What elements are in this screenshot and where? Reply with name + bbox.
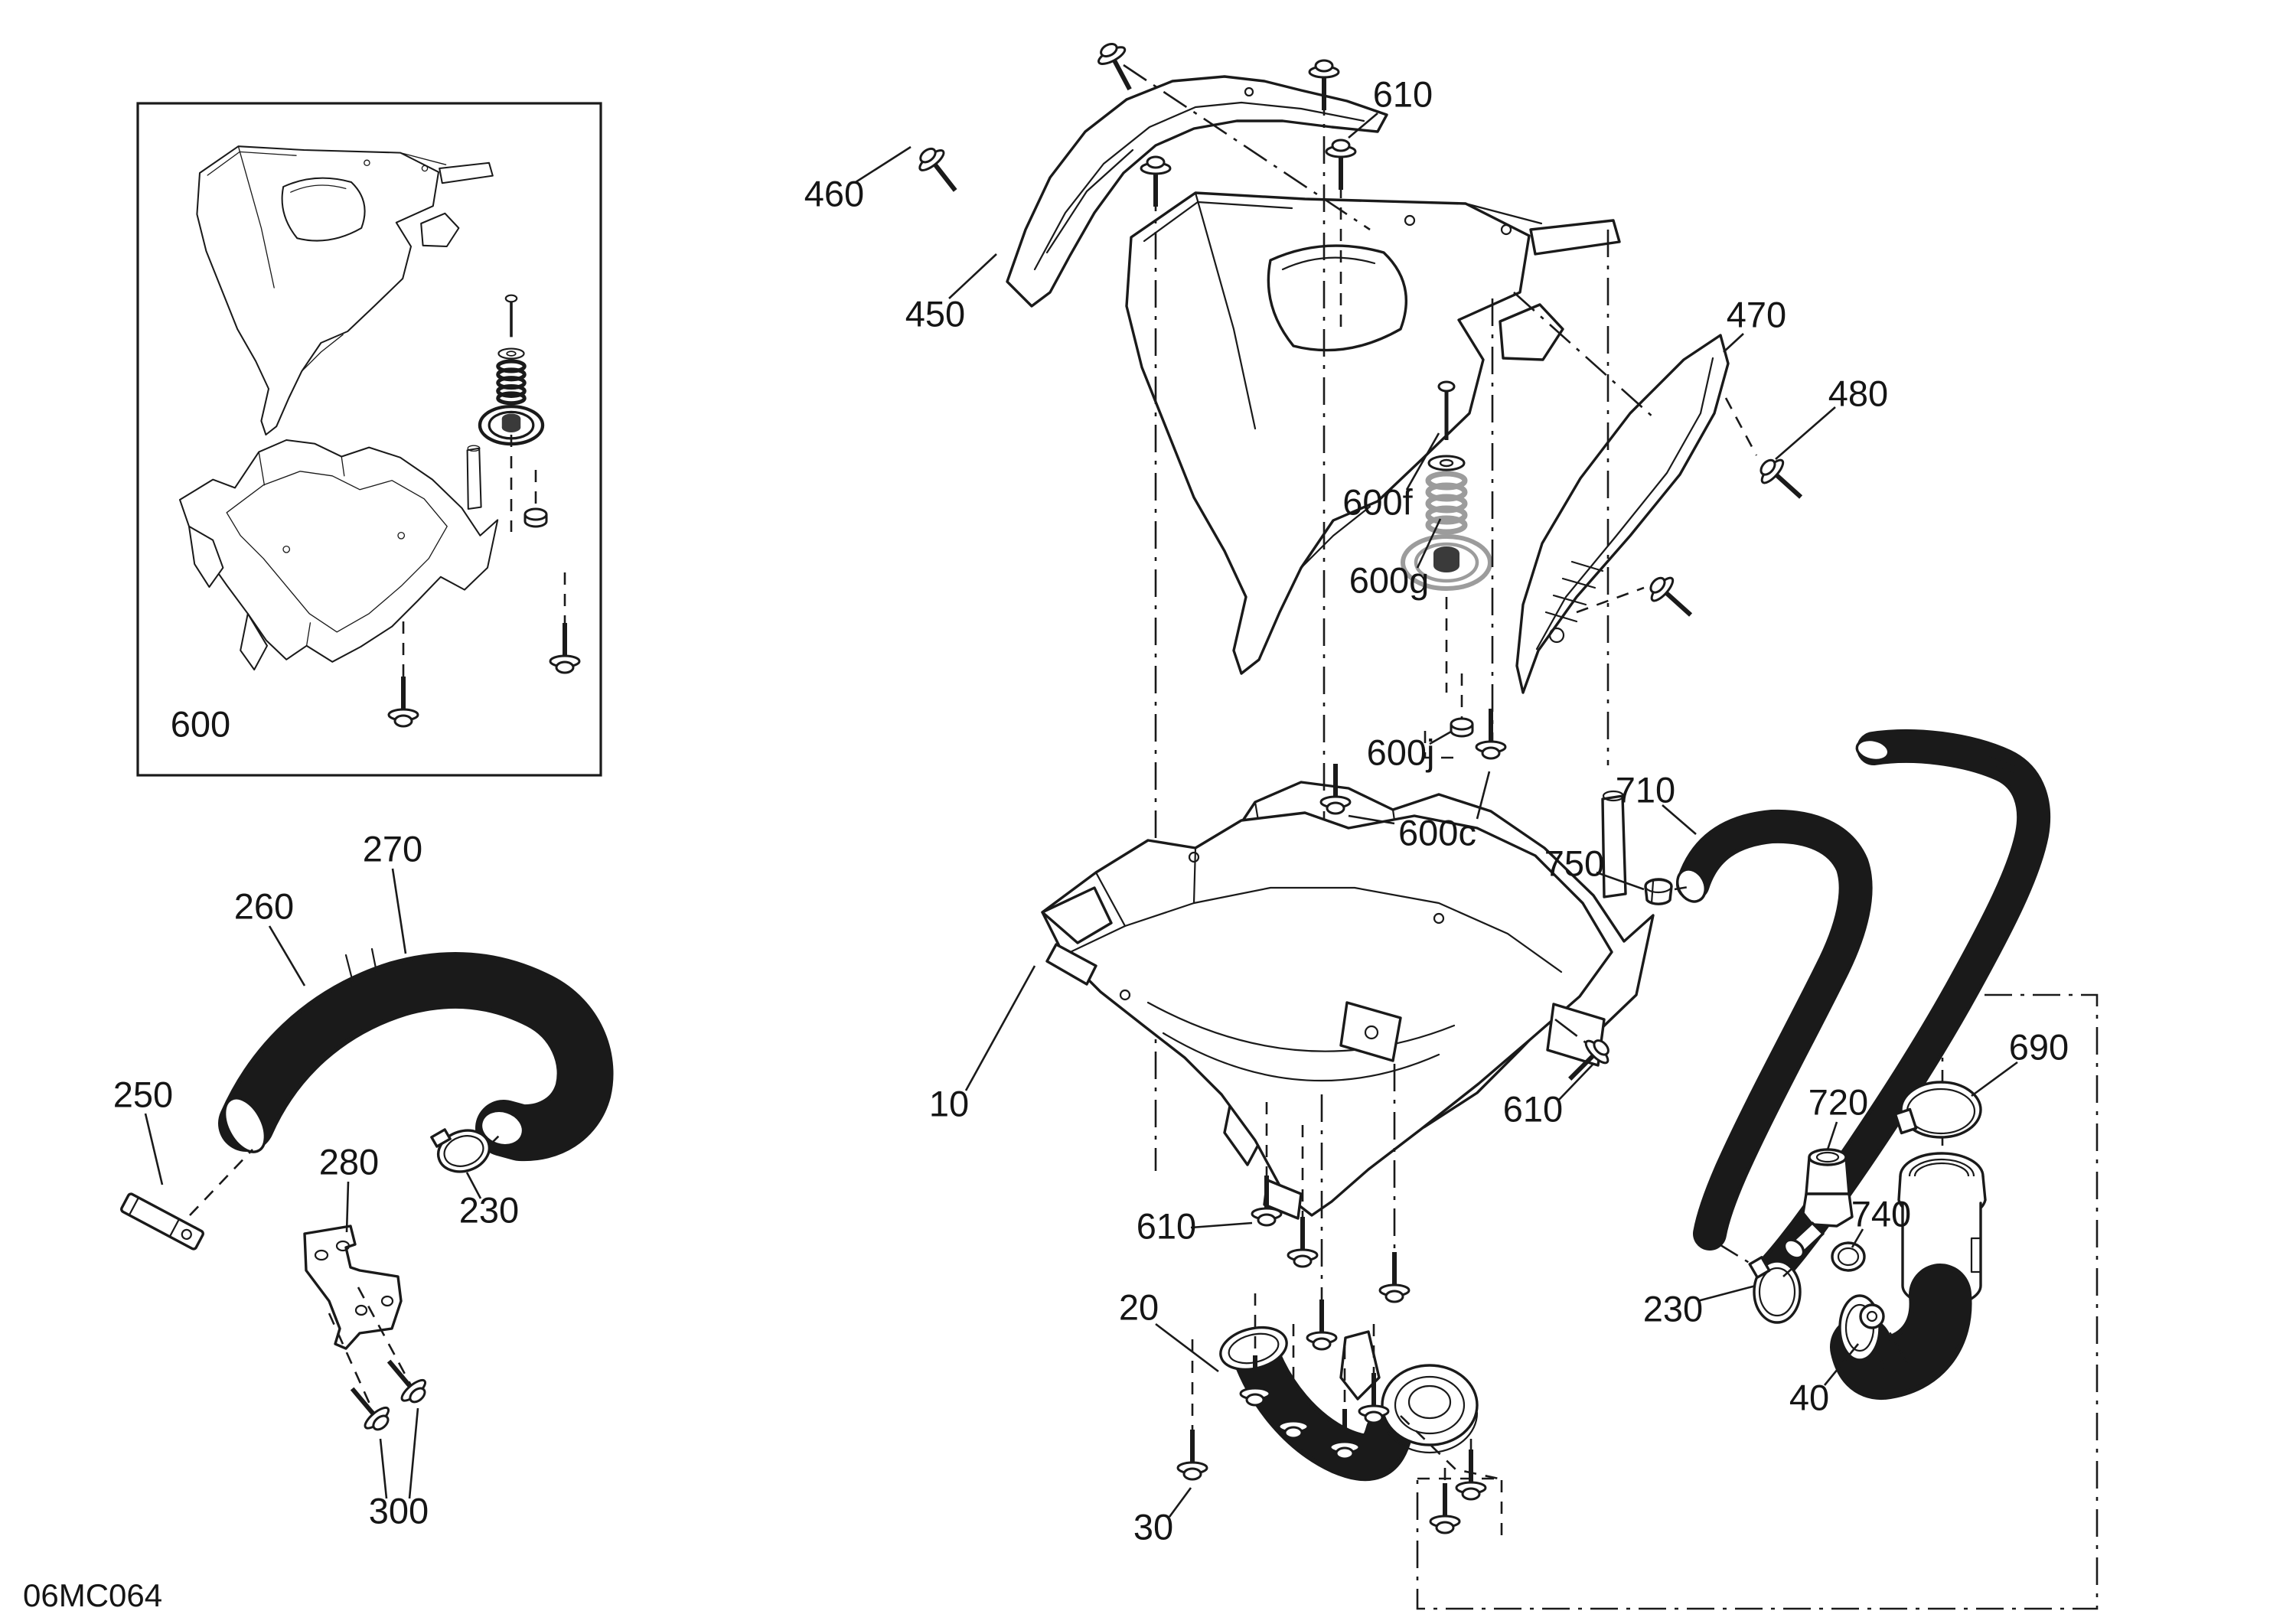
- callout-600: 600: [171, 703, 230, 744]
- canister-assembly: [1748, 1081, 1987, 1400]
- callout-460: 460: [804, 173, 864, 214]
- callout-600g: 600g: [1349, 559, 1430, 600]
- callout-230-left: 230: [459, 1189, 519, 1230]
- intake-hose: [120, 947, 614, 1436]
- callout-600j: 600j: [1367, 732, 1435, 772]
- callout-610-right: 610: [1503, 1088, 1563, 1129]
- callout-40: 40: [1789, 1377, 1829, 1417]
- upper-console: [1125, 191, 1621, 675]
- callout-450: 450: [905, 293, 965, 334]
- callout-740: 740: [1851, 1193, 1911, 1234]
- callout-10: 10: [929, 1083, 969, 1123]
- callout-600c: 600c: [1398, 812, 1476, 853]
- callout-20: 20: [1119, 1286, 1159, 1327]
- leader-lines: [144, 113, 2018, 1518]
- callout-720: 720: [1808, 1081, 1868, 1122]
- callout-750: 750: [1544, 843, 1604, 883]
- fastener-stack: [1403, 382, 1490, 759]
- side-panel: [1515, 334, 1730, 694]
- callout-600f: 600f: [1342, 481, 1413, 522]
- callout-470: 470: [1727, 294, 1786, 334]
- callout-690: 690: [2009, 1026, 2069, 1067]
- duct-screws: [1178, 1293, 1486, 1533]
- boundary-box: [1400, 993, 2099, 1610]
- callout-250: 250: [113, 1074, 173, 1114]
- callout-230-right: 230: [1643, 1288, 1703, 1329]
- callout-610-left: 610: [1137, 1205, 1196, 1246]
- air-deflector: [1006, 75, 1388, 308]
- callout-270: 270: [363, 828, 422, 869]
- callout-710: 710: [1616, 769, 1675, 810]
- lower-frame: [1041, 811, 1613, 1220]
- callout-280: 280: [319, 1141, 379, 1182]
- hose-clamp-small: [1644, 878, 1689, 905]
- figure-code: 06MC064: [23, 1577, 162, 1613]
- callout-300: 300: [369, 1490, 429, 1531]
- inset-fastener-stack: [389, 293, 579, 726]
- callout-480: 480: [1828, 373, 1888, 413]
- frame-screws: [1252, 1018, 1616, 1349]
- callout-610-top: 610: [1373, 73, 1433, 114]
- callout-260: 260: [234, 885, 294, 926]
- callout-30: 30: [1133, 1506, 1173, 1547]
